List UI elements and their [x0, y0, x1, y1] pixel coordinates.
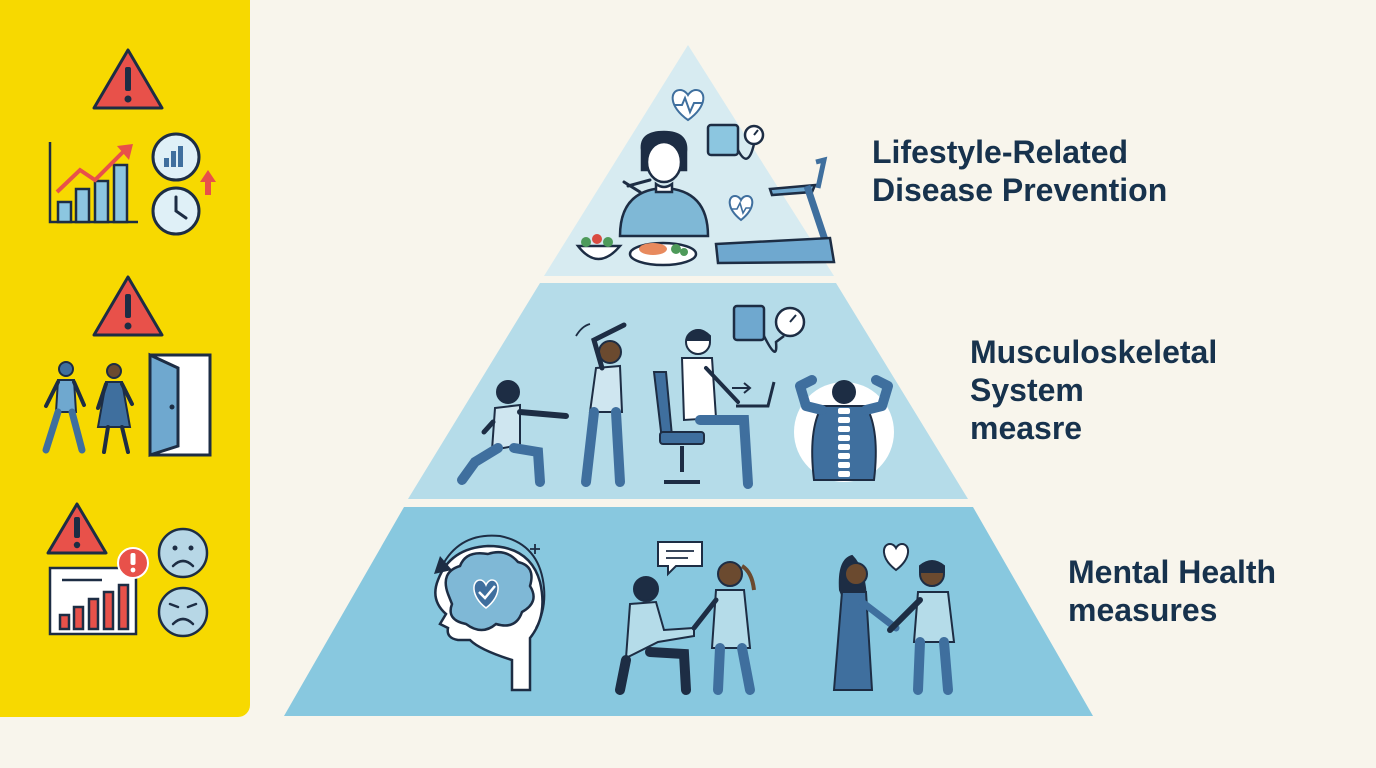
warning-icon [46, 502, 108, 555]
supporting-colleagues-icon [615, 561, 756, 695]
warning-icon [92, 275, 164, 337]
laptop-icon [732, 381, 776, 408]
blood-pressure-monitor-icon [732, 304, 806, 353]
tier-middle-label-line: Musculoskeletal [970, 334, 1218, 370]
brain-heart-icon [434, 544, 544, 692]
rising-bar-chart-icon [48, 142, 138, 224]
pyramid-top-tier [544, 45, 834, 276]
clock-icon [151, 186, 201, 236]
heart-icon [728, 194, 754, 222]
frowning-face-icon [157, 586, 209, 638]
tier-top-label: Lifestyle-Related Disease Prevention [872, 133, 1167, 209]
treadmill-icon [714, 156, 836, 265]
sad-face-icon [157, 527, 209, 579]
blood-pressure-monitor-icon [706, 123, 765, 160]
woman-eating-icon [618, 130, 710, 238]
walking-man-icon [42, 361, 86, 454]
gauge-icon [151, 132, 201, 182]
cycle-arrow-icon [434, 534, 546, 629]
meal-plate-icon [628, 241, 698, 267]
tier-top-label-line: Disease Prevention [872, 172, 1168, 208]
risk-sidebar [0, 0, 250, 717]
warning-icon [92, 48, 164, 110]
tier-top-label-line: Lifestyle-Related [872, 134, 1129, 170]
tier-bottom-label-line: Mental Health [1068, 554, 1277, 590]
tier-bottom-label-line: measures [1068, 592, 1218, 628]
speech-bubble-icon [657, 541, 703, 577]
spine-back-icon [794, 375, 894, 482]
lifestyle-risk-group [48, 48, 216, 236]
heart-rate-icon [671, 88, 705, 122]
tier-middle-label-line: measre [970, 410, 1083, 446]
up-arrow-icon [200, 170, 216, 195]
absenteeism-risk-group [42, 275, 212, 458]
tier-bottom-label: Mental Health measures [1068, 553, 1276, 629]
desk-worker-icon [652, 329, 753, 489]
tier-middle-label: Musculoskeletal System measre [970, 333, 1217, 447]
heart-icon [883, 542, 909, 572]
walking-woman-icon [96, 363, 134, 454]
falling-bar-chart-icon [48, 566, 138, 636]
tier-middle-label-line: System [970, 372, 1084, 408]
alert-badge-icon [117, 547, 149, 579]
open-door-icon [148, 352, 212, 458]
embracing-couple-icon [832, 554, 956, 695]
salad-bowl-icon [575, 234, 623, 261]
side-stretch-icon [575, 322, 627, 487]
lunge-stretch-icon [457, 380, 569, 487]
mental-risk-group [46, 502, 209, 638]
